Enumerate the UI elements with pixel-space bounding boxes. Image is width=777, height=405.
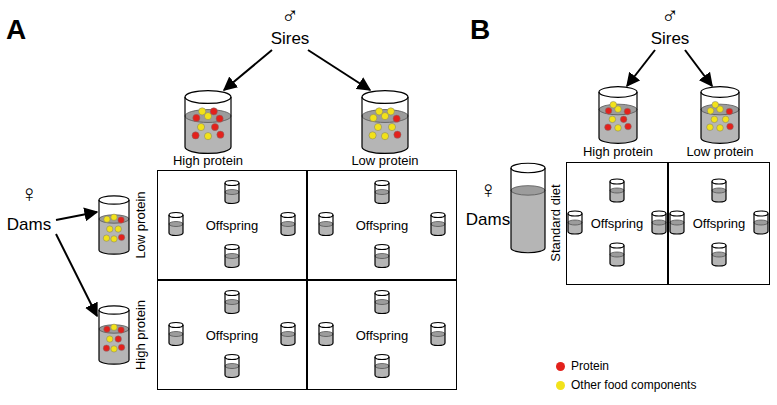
group-label: Dams [466,211,510,230]
jar [281,213,295,236]
arrow [56,234,97,316]
panel-letter: B [470,15,490,46]
group-label: Sires [651,30,690,49]
jar [225,245,239,268]
jar [375,245,389,268]
sex-symbol: ♂ [661,3,679,29]
jar [375,291,389,314]
jar [652,211,666,234]
diet-label: High protein [173,154,243,168]
node-text: Offspring [591,216,644,231]
offspring-cell: Offspring [668,162,770,285]
jar [701,87,739,144]
sex-symbol: ♀ [479,177,497,203]
node-text: Offspring [206,328,259,343]
jar [319,213,333,236]
jar [599,87,637,144]
legend-text: Other food components [571,378,696,392]
arrow [627,50,655,86]
jar [169,323,183,346]
offspring-cell: Offspring [566,162,668,285]
jar [281,323,295,346]
jar [375,355,389,378]
jar [225,291,239,314]
arrow [56,212,97,220]
jar [712,243,726,266]
diet-label: Low protein [686,145,753,159]
node-text: Offspring [356,218,409,233]
arrow [308,50,370,90]
jar [169,213,183,236]
jar [99,306,129,364]
jar [712,179,726,202]
legend-text: Protein [571,359,609,373]
diet-label: Low protein [134,191,148,258]
jar [754,211,768,234]
diet-label: Low protein [351,154,418,168]
group-label: Sires [271,30,310,49]
group-label: Dams [7,216,51,235]
diet-label: Standard diet [549,184,563,261]
sex-symbol: ♀ [20,181,38,207]
jar [99,196,129,254]
jar [610,243,624,266]
jar [225,181,239,204]
arrow [224,50,272,90]
jar [568,211,582,234]
jar [375,181,389,204]
jar [431,323,445,346]
jar [225,355,239,378]
node-text: Offspring [356,328,409,343]
node-text: Offspring [693,216,746,231]
legend-swatch [556,362,565,371]
jar [610,179,624,202]
legend-swatch [556,381,565,390]
arrows [56,50,712,316]
sex-symbol: ♂ [281,3,299,29]
node-text: Offspring [206,218,259,233]
diet-label: High protein [583,145,653,159]
legend-entry: Protein [556,359,609,373]
jar [319,323,333,346]
offspring-cell: Offspring [157,280,307,390]
arrow [685,50,712,86]
jar [511,163,545,253]
diet-label: High protein [134,300,148,370]
jar [362,91,408,154]
jar [670,211,684,234]
offspring-cell: Offspring [307,280,457,390]
offspring-cell: Offspring [307,170,457,280]
legend-entry: Other food components [556,378,696,392]
jar [431,213,445,236]
jar [185,91,231,154]
offspring-cell: Offspring [157,170,307,280]
panel-letter: A [6,15,26,46]
